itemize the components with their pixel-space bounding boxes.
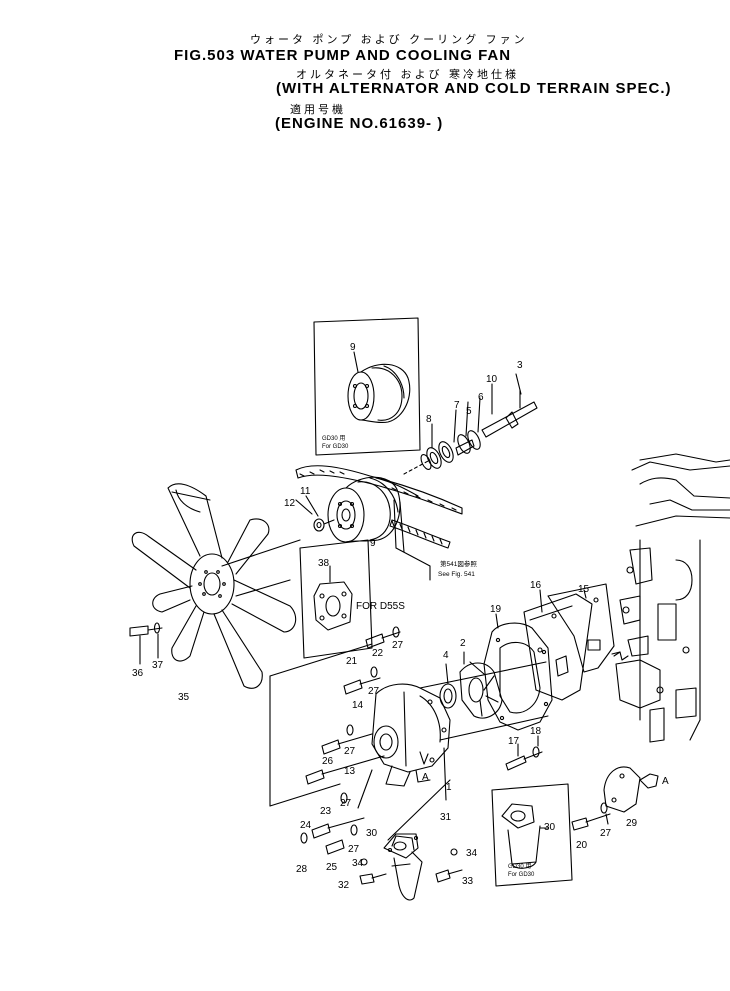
callout-29: 29 [626,818,638,829]
callout-25: 25 [326,862,338,873]
figure-title: FIG.503 WATER PUMP AND COOLING FAN [174,47,512,64]
pump-gasket [483,613,553,731]
callout-3: 3 [517,360,523,371]
fan-bolt-and-washer [295,495,335,532]
callout-30-inset: 30 [544,822,556,833]
title-japanese-line2: オルタネータ付 および 寒冷地仕様 [296,68,519,81]
callout-38: 38 [318,558,330,569]
alternator-bracket [571,766,659,831]
callout-27d: 27 [340,798,352,809]
callout-24: 24 [300,820,312,831]
engine-number-range: (ENGINE NO.61639- ) [275,115,444,132]
callout-27a: 27 [392,640,404,651]
callout-16: 16 [530,580,542,591]
callout-34b: 34 [466,848,478,859]
inset-elbow-gd30 [491,783,573,887]
water-pump-body [371,683,451,801]
callout-11: 11 [300,486,311,497]
callout-37: 37 [152,660,164,671]
callout-33: 33 [462,876,474,887]
callout-17: 17 [508,736,520,747]
callout-12: 12 [284,498,296,509]
callout-35: 35 [178,692,190,703]
callout-23: 23 [320,806,332,817]
title-japanese-line3: 適用号機 [290,103,346,116]
fan-bolts [129,622,163,665]
reference-mark-a-bracket: A [662,776,669,787]
pump-mounting-bolts [300,626,401,855]
fan-belts [295,465,463,581]
inset-top-en-label: For GD30 [322,444,349,450]
callout-numbers: 1 2 3 4 5 6 7 8 9 9 10 11 12 13 14 15 16… [132,342,669,891]
callout-19: 19 [490,604,502,615]
callout-10: 10 [486,374,498,385]
callout-27e: 27 [348,844,360,855]
inset-d55s-label: FOR D55S [356,601,405,612]
callout-6: 6 [478,392,484,403]
callout-22: 22 [372,648,384,659]
fan-pulley [327,476,401,543]
shaft-and-bearings [403,373,538,475]
engine-block-outline [613,453,730,743]
inset-spacer-d55s [299,539,373,659]
inset-pulley-gd30 [313,317,421,456]
callout-4: 4 [443,650,449,661]
water-outlet-elbow [383,833,423,901]
figure-subtitle: (WITH ALTERNATOR AND COLD TERRAIN SPEC.) [276,80,672,97]
reference-note-en: See Fig. 541 [438,571,475,578]
reference-note-jp: 第541図参照 [440,559,477,568]
callout-9-inset: 9 [350,342,356,353]
reference-mark-a-pump: A [422,772,429,783]
callout-2: 2 [460,638,466,649]
callout-30: 30 [366,828,378,839]
callout-15: 15 [578,584,590,595]
callout-20: 20 [576,840,588,851]
callout-7: 7 [454,400,460,411]
inset-bottom-jp-label: GD30 用 [508,863,531,870]
callout-1: 1 [446,782,452,793]
callout-5: 5 [466,406,472,417]
bolt-17 [505,735,543,771]
title-japanese-line1: ウォータ ポンプ および クーリング ファン [250,33,528,46]
callout-8: 8 [426,414,432,425]
callout-31: 31 [440,812,452,823]
callout-21: 21 [346,656,358,667]
inset-top-jp-label: GD30 用 [322,435,345,442]
callout-36: 36 [132,668,144,679]
assembly-frame-lines [269,643,549,841]
cooling-fan [131,483,301,689]
callout-32: 32 [338,880,350,891]
callout-13: 13 [344,766,356,777]
cover-plate-and-bracket [523,583,629,701]
inset-bottom-en-label: For GD30 [508,872,535,878]
callout-27b: 27 [368,686,380,697]
callout-27c: 27 [344,746,356,757]
callout-34a: 34 [352,858,364,869]
elbow-bolts [359,848,463,885]
callout-18: 18 [530,726,542,737]
callout-9: 9 [370,538,376,549]
callout-14: 14 [352,700,364,711]
callout-26: 26 [322,756,334,767]
callout-28: 28 [296,864,308,875]
callout-27f: 27 [600,828,612,839]
